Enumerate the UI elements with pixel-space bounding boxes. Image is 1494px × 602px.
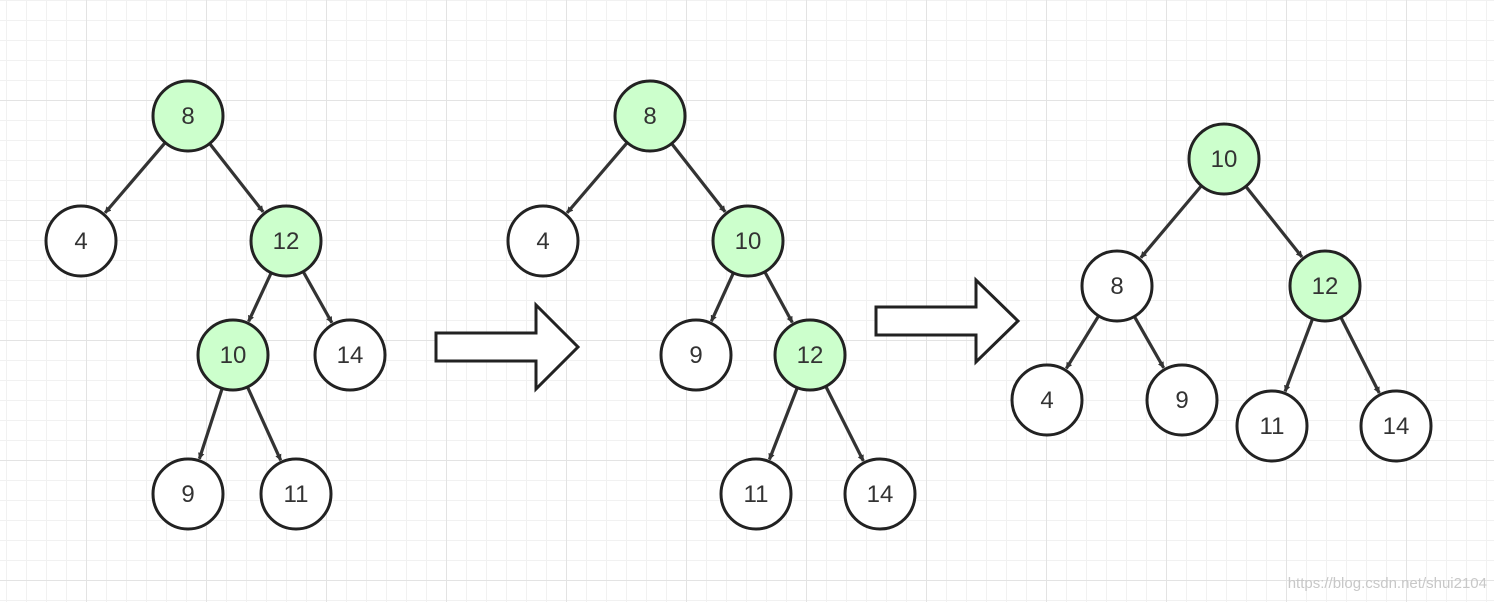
edge-t1-8-to-t1-12	[208, 142, 265, 213]
tree-node-t3-11: 11	[1235, 389, 1309, 463]
edge-t2-12-to-t2-14	[824, 385, 865, 462]
tree-node-t2-12: 12	[773, 318, 847, 392]
node-label: 11	[744, 481, 769, 508]
node-circle	[1288, 249, 1362, 323]
edge-t3-12-to-t3-11	[1283, 318, 1315, 393]
edge-t3-10-to-t3-8	[1139, 184, 1203, 259]
tree-node-t3-4: 4	[1010, 363, 1084, 437]
node-circle	[151, 457, 225, 531]
node-circle	[659, 318, 733, 392]
edge-t3-8-to-t3-4	[1064, 314, 1101, 370]
edges-layer	[103, 141, 1381, 462]
node-label: 8	[181, 103, 194, 130]
edge-t2-10-to-t2-12	[763, 270, 794, 324]
node-label: 12	[1312, 273, 1339, 300]
node-circle	[711, 204, 785, 278]
edge-t3-10-to-t3-12	[1244, 185, 1304, 259]
tree-node-t3-8: 8	[1080, 249, 1154, 323]
tree-node-t2-8: 8	[613, 79, 687, 153]
node-label: 10	[735, 228, 762, 255]
node-circle	[506, 204, 580, 278]
node-label: 9	[689, 342, 702, 369]
tree-node-t2-11: 11	[719, 457, 793, 531]
tree-node-t2-10: 10	[711, 204, 785, 278]
node-label: 10	[1211, 146, 1238, 173]
edge-t1-8-to-t1-4	[103, 141, 167, 214]
tree-node-t1-14: 14	[313, 318, 387, 392]
edge-t1-10-to-t1-11	[245, 386, 283, 461]
node-label: 8	[643, 103, 656, 130]
node-circle	[1145, 363, 1219, 437]
node-circle	[1010, 363, 1084, 437]
node-label: 11	[1260, 413, 1285, 440]
tree-node-t3-14: 14	[1359, 389, 1433, 463]
edge-t3-12-to-t3-14	[1339, 316, 1381, 394]
node-circle	[196, 318, 270, 392]
node-label: 4	[536, 228, 549, 255]
edge-t2-8-to-t2-4	[565, 141, 629, 214]
transition-arrow-2	[874, 276, 1021, 366]
edge-t1-10-to-t1-9	[197, 387, 224, 460]
node-circle	[313, 318, 387, 392]
node-circle	[1359, 389, 1433, 463]
node-label: 14	[1383, 413, 1410, 440]
node-circle	[259, 457, 333, 531]
edge-t2-12-to-t2-11	[767, 387, 799, 461]
node-label: 9	[181, 481, 194, 508]
node-label: 8	[1110, 273, 1123, 300]
node-circle	[773, 318, 847, 392]
tree-node-t1-11: 11	[259, 457, 333, 531]
node-label: 9	[1175, 387, 1188, 414]
tree-node-t1-12: 12	[249, 204, 323, 278]
tree-node-t3-12: 12	[1288, 249, 1362, 323]
edge-t3-8-to-t3-9	[1132, 315, 1166, 369]
node-circle	[843, 457, 917, 531]
node-circle	[719, 457, 793, 531]
tree-node-t1-4: 4	[44, 204, 118, 278]
tree-node-t1-10: 10	[196, 318, 270, 392]
node-label: 4	[74, 228, 87, 255]
node-label: 11	[284, 481, 309, 508]
tree-node-t2-4: 4	[506, 204, 580, 278]
tree-node-t1-9: 9	[151, 457, 225, 531]
tree-node-t1-8: 8	[151, 79, 225, 153]
tree-node-t3-9: 9	[1145, 363, 1219, 437]
node-circle	[1187, 122, 1261, 196]
node-circle	[613, 79, 687, 153]
transition-arrow-1	[434, 301, 581, 393]
tree-node-t3-10: 10	[1187, 122, 1261, 196]
node-label: 4	[1040, 387, 1053, 414]
tree-node-t2-9: 9	[659, 318, 733, 392]
watermark: https://blog.csdn.net/shui2104	[1288, 575, 1487, 592]
node-circle	[249, 204, 323, 278]
node-circle	[44, 204, 118, 278]
nodes-layer: 8 4 12 10 14 9 11 8 4 10 9 12 11 14 10 8 12 4 9 11 14	[44, 79, 1433, 531]
node-circle	[151, 79, 225, 153]
tree-node-t2-14: 14	[843, 457, 917, 531]
node-label: 12	[273, 228, 300, 255]
node-label: 14	[867, 481, 894, 508]
edge-t2-8-to-t2-10	[670, 142, 727, 213]
edge-t1-12-to-t1-10	[247, 272, 273, 323]
edge-t1-12-to-t1-14	[301, 270, 334, 324]
node-label: 10	[220, 342, 247, 369]
edge-t2-10-to-t2-9	[709, 272, 735, 323]
node-circle	[1080, 249, 1154, 323]
node-circle	[1235, 389, 1309, 463]
node-label: 12	[797, 342, 824, 369]
node-label: 14	[337, 342, 364, 369]
